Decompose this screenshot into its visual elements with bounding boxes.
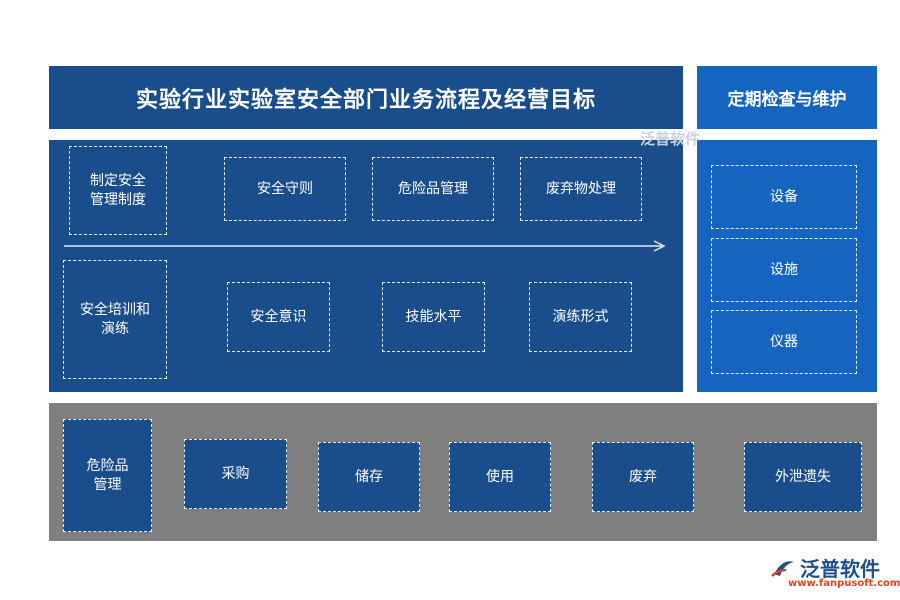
box-safety-code: 安全守则: [224, 157, 346, 221]
box-purchase: 采购: [184, 439, 287, 509]
box-skill-level: 技能水平: [382, 282, 485, 352]
page-title: 实验行业实验室安全部门业务流程及经营目标: [49, 66, 683, 129]
box-drill-format: 演练形式: [529, 282, 632, 352]
flow-arrow: [64, 240, 666, 252]
box-discard: 废弃: [592, 442, 694, 512]
side-title: 定期检查与维护: [697, 66, 877, 129]
box-use: 使用: [449, 442, 551, 512]
box-training-drills: 安全培训和 演练: [63, 260, 167, 379]
box-leak-loss: 外泄遗失: [744, 442, 862, 512]
logo-url: www.fanpusoft.com: [788, 578, 900, 589]
box-storage: 储存: [318, 442, 420, 512]
box-safety-awareness: 安全意识: [227, 282, 330, 352]
brand-logo: 泛普软件: [770, 553, 880, 582]
box-facilities: 设施: [711, 238, 857, 302]
logo-icon: [771, 560, 794, 577]
box-safety-rules-system: 制定安全 管理制度: [69, 146, 167, 235]
box-instruments: 仪器: [711, 310, 857, 374]
box-bottom-hazmat: 危险品 管理: [63, 419, 152, 532]
box-equipment: 设备: [711, 165, 857, 229]
main-panel: [49, 140, 683, 392]
watermark: 泛普软件: [640, 130, 701, 148]
box-hazmat-management: 危险品管理: [372, 157, 494, 221]
side-panel: [697, 140, 877, 392]
logo-name: 泛普软件: [800, 557, 880, 581]
box-waste-disposal: 废弃物处理: [520, 157, 642, 221]
